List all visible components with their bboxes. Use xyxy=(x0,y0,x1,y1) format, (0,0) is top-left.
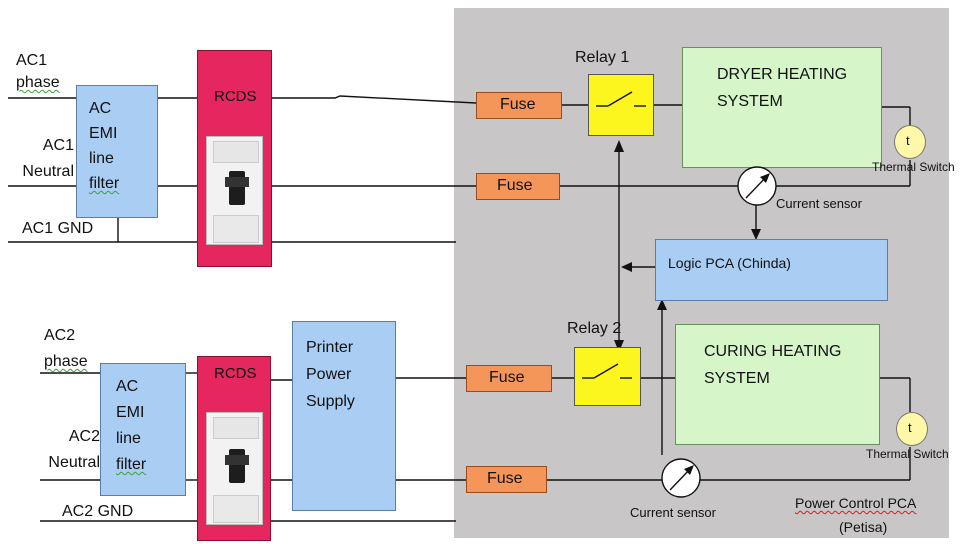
ac1-neutral-label: AC1 Neutral xyxy=(22,137,74,180)
fuse xyxy=(466,466,547,493)
ac2-emi-filter xyxy=(100,363,186,496)
relay2 xyxy=(574,347,641,406)
relay1 xyxy=(588,74,654,136)
fuse-label: Fuse xyxy=(500,96,536,113)
fuse xyxy=(476,173,560,200)
ac2-emi-filter-label: AC EMI line filter xyxy=(116,378,147,473)
ac2-gnd-label: AC2 GND xyxy=(62,503,134,520)
thermal-switch-label: Thermal Switch xyxy=(872,160,955,174)
thermal-switch-icon xyxy=(894,125,926,159)
ac1-emi-filter-label: AC EMI line filter xyxy=(89,100,120,192)
ac2-neutral-label: AC2 Neutral xyxy=(48,428,100,471)
fuse xyxy=(476,92,562,119)
printer-power-supply xyxy=(292,321,396,511)
thermal-switch-label: Thermal Switch xyxy=(866,447,949,461)
dryer-heating-system xyxy=(682,47,882,168)
fuse-label: Fuse xyxy=(487,470,523,487)
current-sensor-label: Current sensor xyxy=(630,505,716,520)
fuse-label: Fuse xyxy=(497,177,533,194)
ac1-phase-label: AC1 phase xyxy=(16,52,60,91)
printer-power-supply-label: Printer Power Supply xyxy=(306,339,355,410)
power-control-pca-label: Power Control PCA (Petisa) xyxy=(795,495,917,535)
thermal-symbol: t xyxy=(908,420,912,435)
logic-pca-label: Logic PCA (Chinda) xyxy=(668,255,791,271)
ac1-emi-filter xyxy=(76,85,158,218)
fuse xyxy=(466,365,552,392)
logic-pca xyxy=(655,239,888,301)
ac1-gnd-label: AC1 GND xyxy=(22,220,94,237)
current-sensor-label: Current sensor xyxy=(776,196,862,211)
breaker-image xyxy=(206,412,263,525)
relay2-label: Relay 2 xyxy=(567,320,622,337)
relay1-label: Relay 1 xyxy=(575,49,630,66)
curing-heating-label: CURING HEATING SYSTEM xyxy=(704,343,842,387)
dryer-heating-label: DRYER HEATING SYSTEM xyxy=(717,66,848,110)
ac2-rcds-label: RCDS xyxy=(214,365,257,382)
ac2-phase-label: AC2 phase xyxy=(44,327,88,370)
thermal-symbol: t xyxy=(906,133,910,148)
fuse-label: Fuse xyxy=(489,369,525,386)
ac1-rcds-label: RCDS xyxy=(214,88,257,105)
breaker-image xyxy=(206,136,263,245)
thermal-switch-icon xyxy=(896,412,928,446)
curing-heating-system xyxy=(675,324,880,445)
